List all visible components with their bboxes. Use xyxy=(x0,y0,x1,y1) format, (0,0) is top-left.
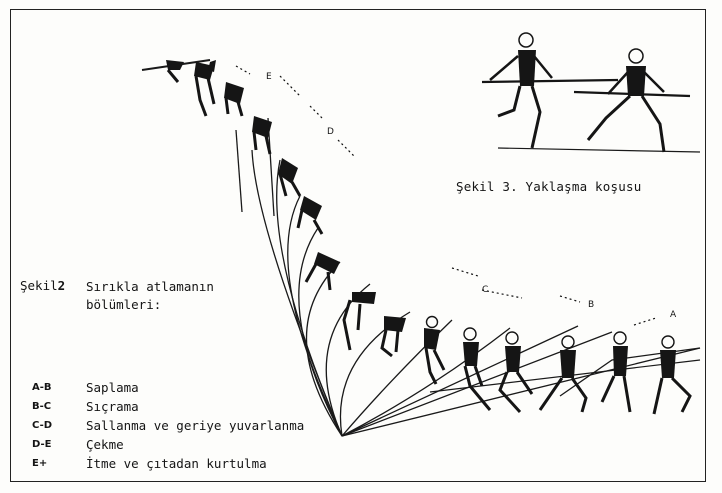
phase-description: Sıçrama xyxy=(86,399,139,414)
pole-line xyxy=(235,129,243,213)
phase-description: İtme ve çıtadan kurtulma xyxy=(86,456,267,471)
jumper-silhouette xyxy=(278,158,302,197)
phase-marker-c: C xyxy=(482,285,489,295)
pole-line xyxy=(341,347,701,437)
jumper-silhouette xyxy=(342,292,376,351)
phase-code: D-E xyxy=(32,439,52,450)
phase-code: C-D xyxy=(32,420,53,431)
figure-2-label: Şekil2 xyxy=(20,278,65,293)
jumper-silhouette xyxy=(380,316,406,358)
jumper-silhouette xyxy=(252,116,272,155)
phase-description: Sallanma ve geriye yuvarlanma xyxy=(86,418,305,433)
figure-frame xyxy=(10,9,706,482)
jumper-silhouette xyxy=(424,315,446,385)
runner-silhouette xyxy=(586,48,666,153)
pole-line xyxy=(341,331,613,437)
phase-marker-e: E xyxy=(266,72,272,82)
pole-line xyxy=(251,149,343,437)
pole-line xyxy=(341,325,579,437)
jumper-silhouette xyxy=(166,60,184,83)
pole-line xyxy=(298,227,343,437)
phase-code: E+ xyxy=(32,458,48,469)
pole-line xyxy=(341,327,511,437)
jumper-silhouette xyxy=(600,331,632,413)
jumper-silhouette xyxy=(498,331,534,414)
jumper-silhouette xyxy=(304,252,340,291)
runner-pole xyxy=(481,78,619,84)
phase-description: Saplama xyxy=(86,380,139,395)
figure-2-label-prefix: Şekil xyxy=(20,278,58,293)
figure-2-number: 2 xyxy=(57,278,66,293)
jumper-silhouette xyxy=(224,82,244,117)
pole-line xyxy=(267,117,275,217)
pole-line xyxy=(305,261,343,437)
phase-marker-d: D xyxy=(327,127,334,137)
phase-code: A-B xyxy=(32,382,52,393)
phase-marker-a: A xyxy=(670,310,677,320)
phase-code: B-C xyxy=(32,401,52,412)
phase-description: Çekme xyxy=(86,437,124,452)
jumper-silhouette xyxy=(463,327,492,411)
figure-3-caption: Şekil 3. Yaklaşma koşusu xyxy=(456,179,642,194)
runner-silhouette xyxy=(489,32,553,149)
runner-pole xyxy=(573,90,691,98)
jumper-silhouette xyxy=(296,196,324,235)
jumper-silhouette xyxy=(208,60,216,72)
figure-2-title: Sırıkla atlamanın bölümleri: xyxy=(86,279,214,312)
jumper-silhouette xyxy=(538,335,588,413)
phase-marker-b: B xyxy=(588,300,595,310)
jumper-silhouette xyxy=(652,335,692,415)
